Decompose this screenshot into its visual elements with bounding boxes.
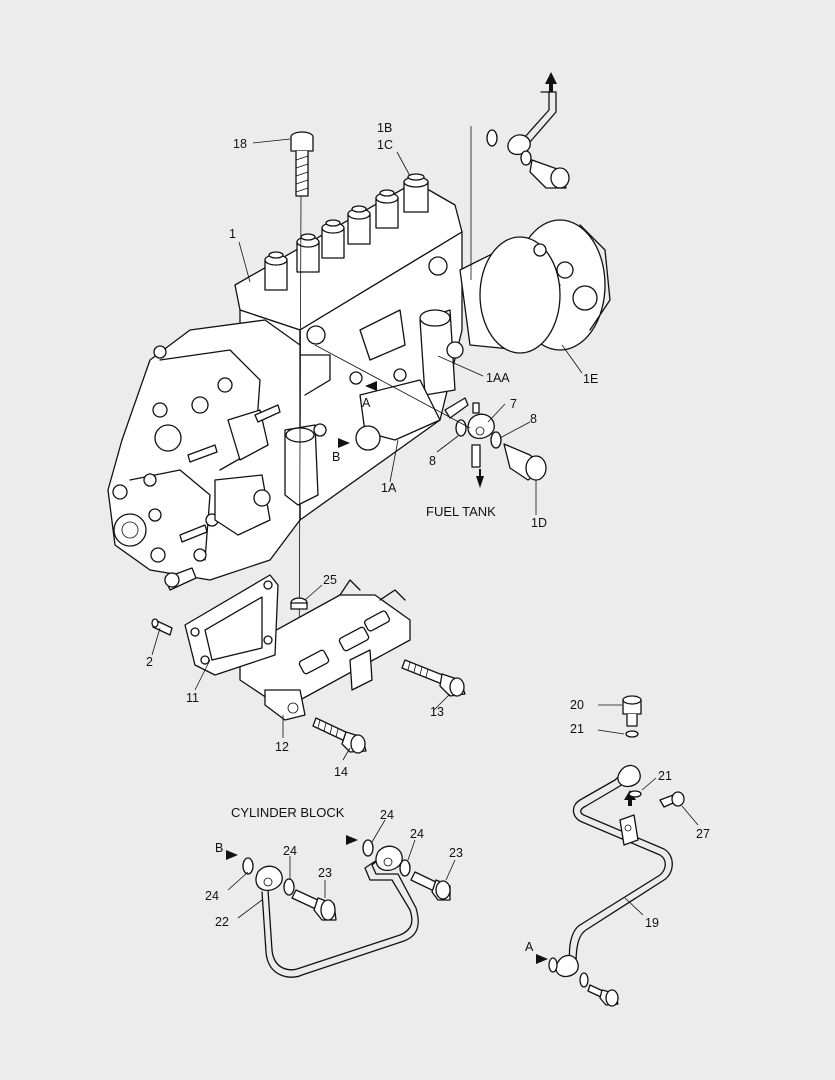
return-line [470, 91, 570, 280]
delivery-valves [264, 173, 429, 291]
label-1e: 1E [583, 372, 598, 386]
label-7: 7 [510, 397, 517, 411]
label-11: 11 [186, 691, 199, 705]
label-23-right: 23 [449, 846, 463, 860]
label-8-right: 8 [530, 412, 537, 426]
label-14: 14 [334, 765, 348, 779]
label-24-right: 24 [410, 827, 424, 841]
label-27: 27 [696, 827, 710, 841]
caption-cylinder-block: CYLINDER BLOCK [231, 805, 345, 820]
label-20: 20 [570, 698, 584, 712]
oil-pipe-19 [536, 764, 673, 988]
flow-arrow-icon [476, 469, 484, 488]
bolt-27 [659, 791, 685, 808]
bolt-23-right [410, 871, 451, 901]
banjo-fitting-7 [314, 344, 547, 488]
part-labels: 18 1B 1C 1 1AA 1E A 7 8 8 B 1A FUEL TANK… [146, 121, 710, 954]
bolt-14 [312, 717, 367, 754]
label-24-left: 24 [205, 889, 219, 903]
flow-arrow-icon [338, 438, 350, 448]
bolt-19-end [587, 984, 619, 1007]
flow-arrow-icon [365, 381, 377, 391]
label-1aa: 1AA [486, 371, 510, 385]
label-13: 13 [430, 705, 444, 719]
label-24-top: 24 [380, 808, 394, 822]
caption-fuel-tank: FUEL TANK [426, 504, 496, 519]
flow-arrow-icon [346, 835, 358, 845]
label-1b: 1B [377, 121, 392, 135]
label-1a: 1A [381, 481, 397, 495]
flow-arrow-icon [226, 850, 238, 860]
bolt-13 [401, 659, 466, 697]
label-22: 22 [215, 915, 229, 929]
label-25: 25 [323, 573, 337, 587]
flow-arrow-icon [624, 790, 636, 806]
label-ref-a-bottom: A [525, 940, 534, 954]
label-ref-b-bottom: B [215, 841, 223, 855]
label-23-left: 23 [318, 866, 332, 880]
label-1c: 1C [377, 138, 393, 152]
label-21-top: 21 [570, 722, 584, 736]
label-ref-b-top: B [332, 450, 340, 464]
label-8-left: 8 [429, 454, 436, 468]
injection-pump-assembly [107, 173, 611, 591]
label-19: 19 [645, 916, 659, 930]
pin-2 [151, 618, 173, 636]
washer-21 [628, 790, 642, 798]
bolt-23-left [291, 889, 337, 921]
label-18: 18 [233, 137, 247, 151]
leader-lines [151, 138, 699, 919]
label-21-right: 21 [658, 769, 672, 783]
bolt-20 [622, 695, 642, 738]
label-12: 12 [275, 740, 289, 754]
plate-11 [184, 574, 279, 676]
drive-coupling [459, 219, 611, 354]
label-1d: 1D [531, 516, 547, 530]
label-24-mid: 24 [283, 844, 297, 858]
oil-pipe-22 [226, 835, 419, 978]
label-2: 2 [146, 655, 153, 669]
label-1: 1 [229, 227, 236, 241]
flow-arrow-icon [545, 72, 557, 92]
support-bracket-12 [239, 579, 411, 721]
label-ref-a-top: A [362, 396, 371, 410]
flow-arrow-icon [536, 954, 548, 964]
bolt-18 [290, 131, 314, 691]
